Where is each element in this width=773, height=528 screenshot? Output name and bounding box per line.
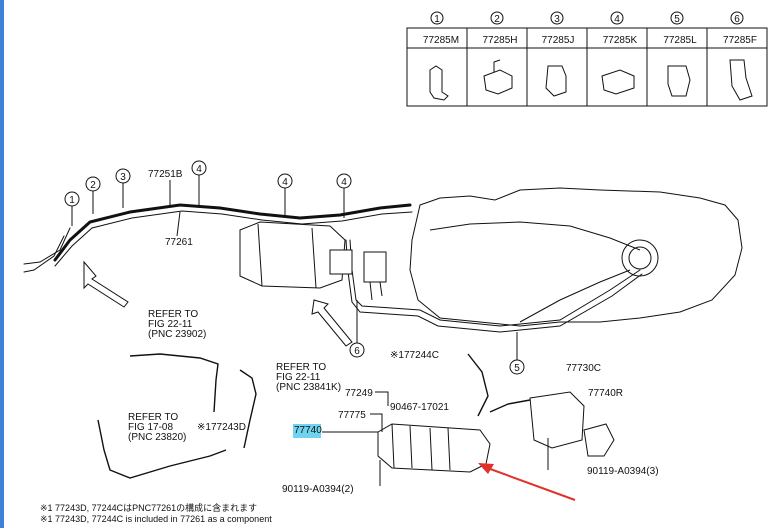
part-label-77740[interactable]: 77740 — [294, 425, 322, 436]
table-col-num: 1 — [434, 14, 440, 25]
vent-valve-assembly — [529, 391, 615, 457]
clip-icon — [729, 59, 753, 101]
part-label-77243d[interactable]: ※177243D — [197, 422, 246, 433]
pointer-arrow — [481, 465, 576, 501]
callout-label: 4 — [282, 177, 288, 188]
fuel-pump-inner — [628, 246, 652, 270]
callout-label: 6 — [354, 346, 360, 357]
table-col-num: 3 — [554, 14, 560, 25]
refer-label[interactable]: FIG 22-11 — [276, 372, 321, 383]
clip-icon — [601, 69, 635, 95]
table-col-code[interactable]: 77285M — [423, 35, 459, 46]
refer-label[interactable]: REFER TO — [148, 309, 198, 320]
part-label-90119-2[interactable]: 90119-A0394(2) — [282, 484, 354, 495]
part-label-77244c[interactable]: ※177244C — [390, 350, 439, 361]
callout-label: 4 — [341, 177, 347, 188]
table-col-num: 4 — [614, 14, 620, 25]
refer-label[interactable]: FIG 22-11 — [148, 319, 193, 330]
part-label-77251b[interactable]: 77251B — [148, 169, 183, 180]
view-arrow-icon — [83, 260, 129, 308]
table-col-num: 5 — [674, 14, 680, 25]
callout-label: 2 — [90, 180, 96, 191]
refer-label[interactable]: REFER TO — [276, 362, 326, 373]
part-label-77740r[interactable]: 77740R — [588, 388, 623, 399]
part-label-77261[interactable]: 77261 — [165, 237, 193, 248]
table-col-num: 6 — [734, 14, 740, 25]
callout-label: 4 — [196, 164, 202, 175]
refer-label[interactable]: FIG 17-08 — [128, 422, 173, 433]
callout-label: 1 — [69, 195, 75, 206]
part-label-90467[interactable]: 90467-17021 — [390, 402, 449, 413]
clip-icon — [429, 65, 449, 101]
view-arrow-icon — [311, 299, 353, 347]
part-label-77730c[interactable]: 77730C — [566, 363, 601, 374]
valve-assembly — [363, 251, 387, 301]
left-edge-bar — [0, 0, 4, 528]
fuel-tank — [409, 187, 743, 327]
parts-table — [406, 11, 768, 107]
highlight-77740 — [293, 424, 321, 438]
footnote-en: ※1 77243D, 77244C is included in 77261 a… — [40, 514, 272, 524]
clip-icon — [667, 65, 691, 97]
refer-label[interactable]: REFER TO — [128, 412, 178, 423]
table-col-code[interactable]: 77285H — [482, 35, 517, 46]
pointer-arrow-head — [478, 463, 494, 474]
hose-lines — [97, 353, 531, 479]
parts-table-numbers: 1 2 3 4 5 6 77285M 77285H 77285J 77285K … — [423, 14, 757, 46]
table-col-code[interactable]: 77285K — [603, 35, 638, 46]
callout-label: 3 — [120, 172, 126, 183]
footnote-jp: ※1 77243D, 77244CはPNC77261の構成に含まれます — [40, 503, 258, 513]
table-col-code[interactable]: 77285J — [542, 35, 575, 46]
callout-label: 5 — [514, 363, 520, 374]
refer-label[interactable]: (PNC 23820) — [128, 432, 186, 443]
clip-icon — [483, 59, 513, 95]
refer-label[interactable]: (PNC 23841K) — [276, 382, 341, 393]
canister-upper — [239, 221, 353, 289]
part-label-77249[interactable]: 77249 — [345, 388, 373, 399]
table-col-num: 2 — [494, 14, 500, 25]
tank-contour — [429, 221, 641, 323]
part-label-77775[interactable]: 77775 — [338, 410, 366, 421]
clip-icon — [545, 65, 567, 97]
table-col-code[interactable]: 77285L — [663, 35, 697, 46]
refer-label[interactable]: (PNC 23902) — [148, 329, 206, 340]
charcoal-canister — [377, 423, 491, 473]
part-label-90119-3[interactable]: 90119-A0394(3) — [587, 466, 659, 477]
table-col-code[interactable]: 77285F — [723, 35, 757, 46]
pipe-harness — [23, 203, 643, 333]
